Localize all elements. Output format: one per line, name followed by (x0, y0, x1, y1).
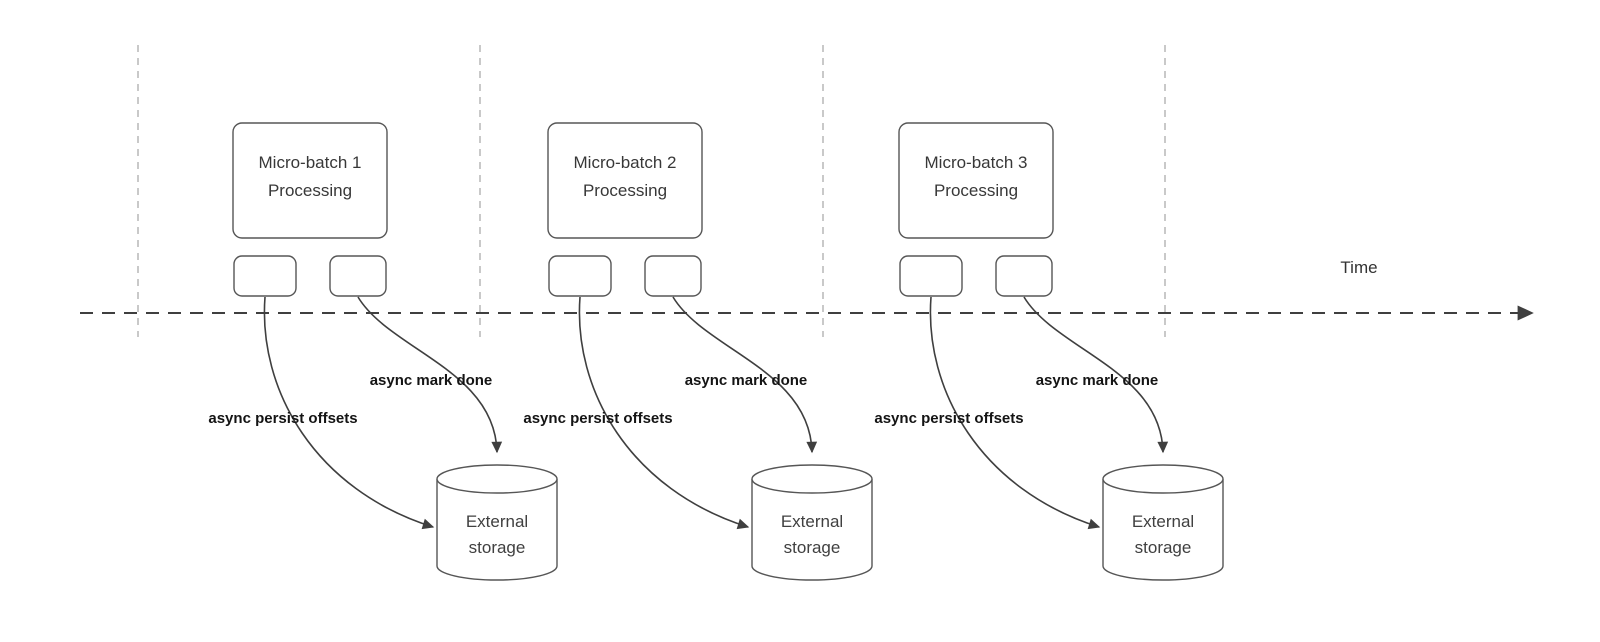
microbatch-2-title-line1: Micro-batch 2 (574, 153, 677, 172)
cylinder-top-2 (751, 464, 873, 494)
mark-done-arrow-3 (1023, 296, 1169, 454)
external-storage-cylinder-1: External storage (436, 464, 558, 581)
mark-done-arrow-2 (672, 296, 818, 454)
persist-offsets-arrow-3 (929, 296, 1101, 530)
external-storage-label-line1-2: External (781, 512, 843, 531)
persist-offsets-task-box-1 (233, 255, 297, 297)
persist-offsets-arrow-1 (263, 296, 435, 530)
cylinder-top-1 (436, 464, 558, 494)
microbatch-1-title-line2: Processing (268, 181, 352, 200)
microbatch-3-processing-box (898, 122, 1054, 239)
external-storage-cylinder-2: External storage (751, 464, 873, 581)
cylinder-body-3 (1102, 479, 1224, 581)
external-storage-label-line2-2: storage (784, 538, 841, 557)
external-storage-label-line2-1: storage (469, 538, 526, 557)
persist-offsets-task-box-3 (899, 255, 963, 297)
persist-offsets-task-box-2 (548, 255, 612, 297)
microbatch-group-1: Micro-batch 1 Processing async persist o… (208, 122, 558, 581)
microbatch-group-3: Micro-batch 3 Processing async persist o… (874, 122, 1224, 581)
persist-offsets-arrow-2 (578, 296, 750, 530)
microbatch-3-title-line1: Micro-batch 3 (925, 153, 1028, 172)
persist-offsets-label-2: async persist offsets (523, 410, 672, 427)
microbatch-group-2: Micro-batch 2 Processing async persist o… (523, 122, 873, 581)
mark-done-arrow-1 (357, 296, 503, 454)
cylinder-body-2 (751, 479, 873, 581)
mark-done-task-box-2 (644, 255, 702, 297)
microbatch-3-title-line2: Processing (934, 181, 1018, 200)
microbatch-2-processing-box (547, 122, 703, 239)
cylinder-body-1 (436, 479, 558, 581)
external-storage-label-line1-1: External (466, 512, 528, 531)
persist-offsets-label-1: async persist offsets (208, 410, 357, 427)
mark-done-task-box-3 (995, 255, 1053, 297)
external-storage-label-line2-3: storage (1135, 538, 1192, 557)
microbatch-1-title-line1: Micro-batch 1 (259, 153, 362, 172)
time-axis-label: Time (1340, 258, 1377, 277)
microbatch-2-title-line2: Processing (583, 181, 667, 200)
external-storage-label-line1-3: External (1132, 512, 1194, 531)
microbatch-1-processing-box (232, 122, 388, 239)
mark-done-label-3: async mark done (1036, 372, 1159, 389)
external-storage-cylinder-3: External storage (1102, 464, 1224, 581)
mark-done-label-1: async mark done (370, 372, 493, 389)
persist-offsets-label-3: async persist offsets (874, 410, 1023, 427)
mark-done-label-2: async mark done (685, 372, 808, 389)
mark-done-task-box-1 (329, 255, 387, 297)
cylinder-top-3 (1102, 464, 1224, 494)
